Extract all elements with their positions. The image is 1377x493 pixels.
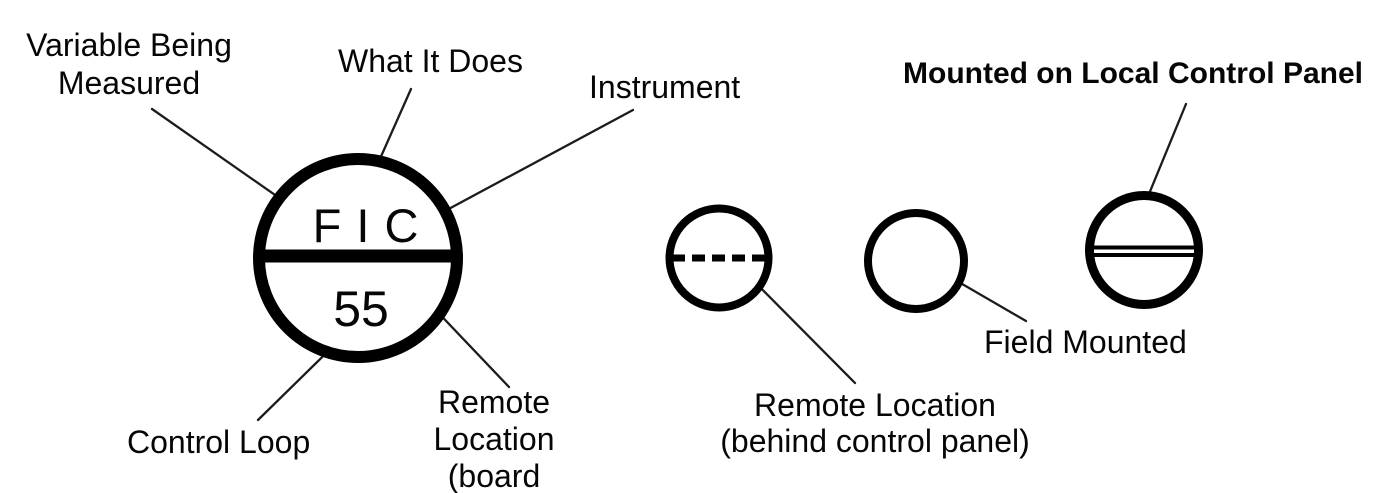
field-mounted-circle: [864, 209, 968, 313]
what-it-does-label: What It Does: [338, 43, 523, 79]
control-loop-label: Control Loop: [127, 424, 311, 460]
remote-location-behind-panel-label: Remote Location (behind control panel): [720, 387, 1030, 459]
remote-location-board-mounted-label: Remote Location (board mounted): [433, 384, 555, 493]
field-mounted-label: Field Mounted: [984, 324, 1187, 360]
variable-being-measured-label: Variable Being Measured: [26, 27, 232, 101]
instrument-label: Instrument: [589, 69, 741, 105]
mounted-on-local-control-panel-label: Mounted on Local Control Panel: [903, 57, 1363, 90]
local-panel-circle: [1085, 191, 1203, 309]
instrument-tag-letters: F I C: [312, 199, 420, 252]
instrument-loop-number: 55: [333, 281, 389, 337]
